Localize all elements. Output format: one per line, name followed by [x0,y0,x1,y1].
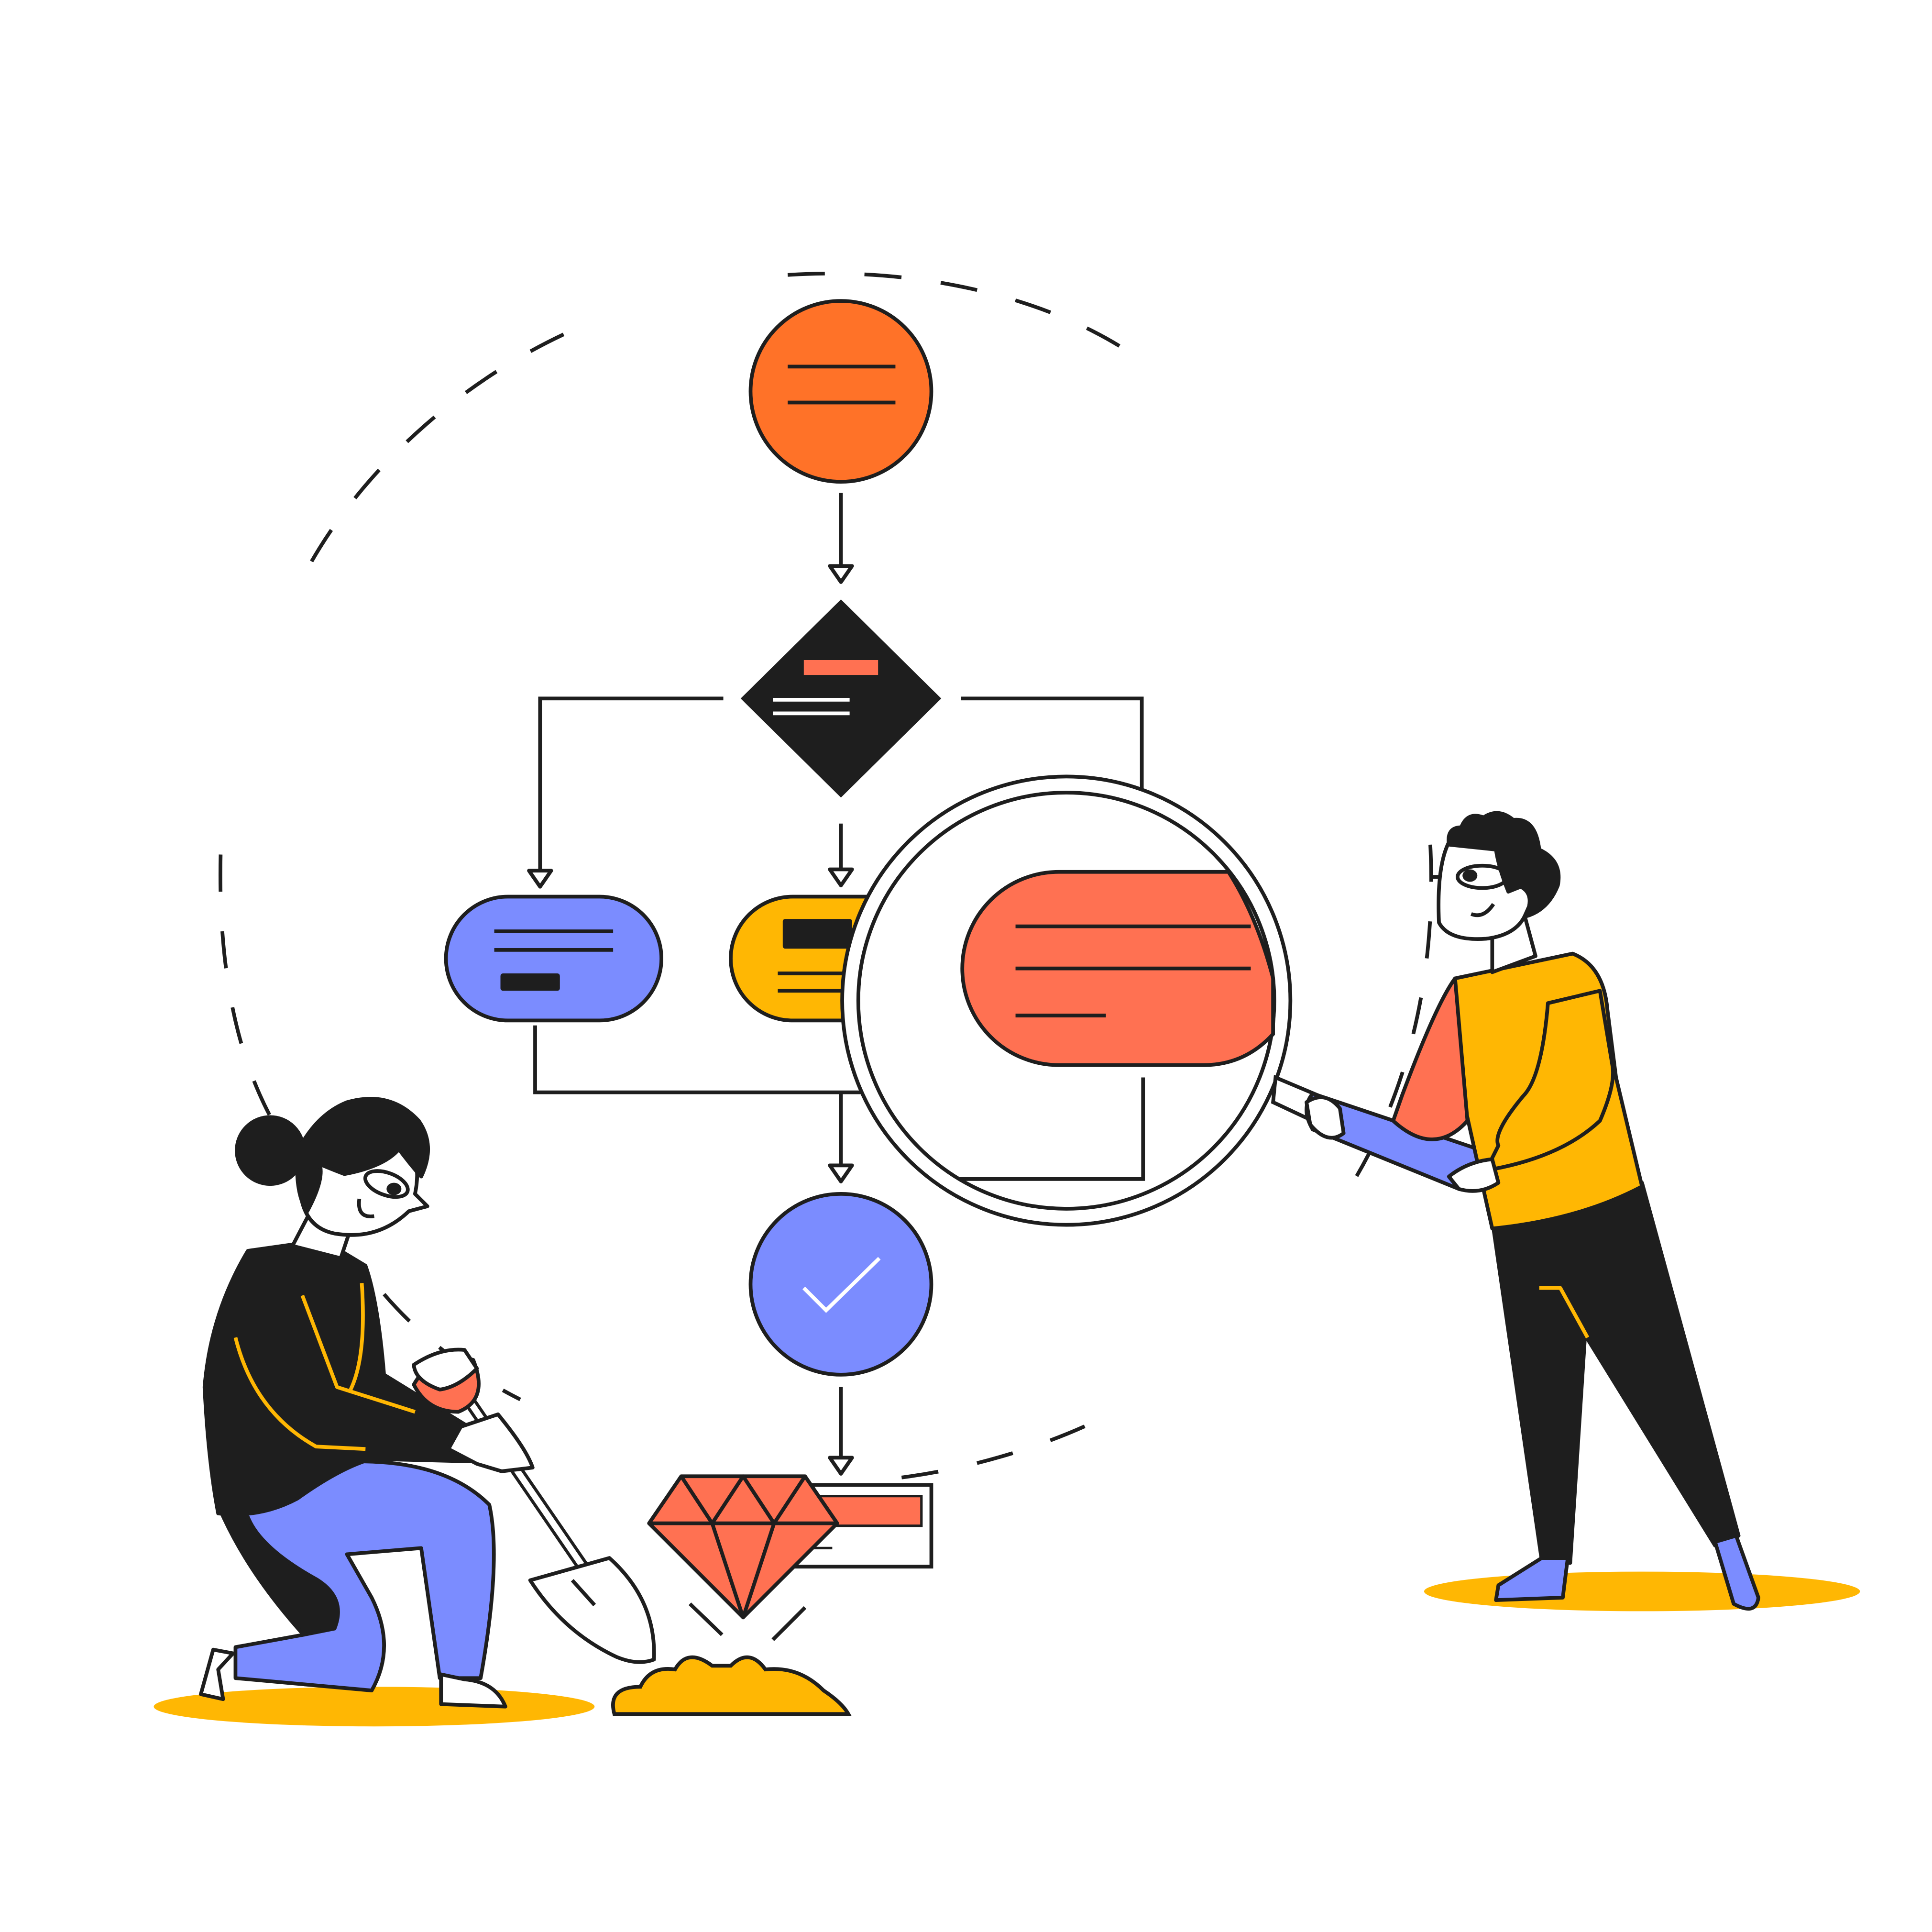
woman-digging [199,1097,656,1709]
magnified-node [960,870,1275,1181]
end-node [748,1192,933,1377]
branch-node-yellow [729,894,869,1023]
gem-icon [647,1474,839,1620]
start-node [748,299,933,484]
man-inspecting [1305,811,1760,1611]
flowchart [444,299,1160,1569]
check-icon [802,1257,881,1313]
magnifier-icon [840,774,1489,1227]
gem-sparkles [688,1602,807,1641]
branch-node-blue [444,894,663,1023]
ground-shadow-right [1424,1571,1860,1612]
dirt-pile [611,1655,852,1716]
decision-node [740,599,942,798]
